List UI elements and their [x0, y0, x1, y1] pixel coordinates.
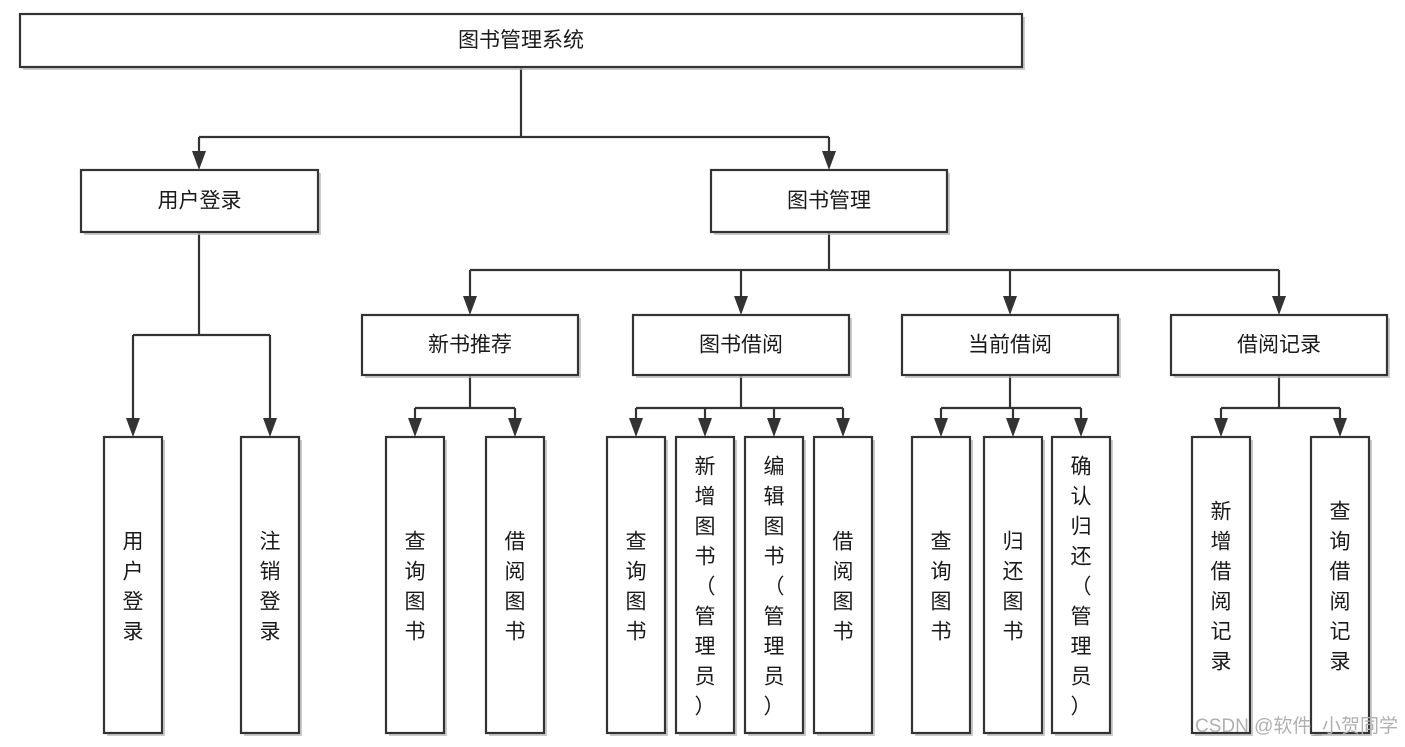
- connector-arrowhead: [126, 418, 140, 437]
- node-leaf-logout-login[interactable]: 注销登录: [239, 435, 302, 736]
- node-box[interactable]: [605, 435, 667, 735]
- node-leaf-confirm-return-admin[interactable]: 确认归还（管理员）: [1050, 435, 1113, 736]
- node-label: 编辑图书（管理员）: [764, 455, 785, 718]
- node-leaf-query-book-rec[interactable]: 查询图书: [384, 435, 447, 736]
- connector-arrowhead: [1074, 418, 1088, 437]
- node-label: 图书管理: [787, 190, 871, 213]
- connector-arrowhead: [1003, 296, 1017, 315]
- node-leaf-user-login[interactable]: 用户登录: [102, 435, 165, 736]
- csdn-watermark: CSDN @软件_小贺同学: [1195, 715, 1398, 737]
- node-box[interactable]: [384, 435, 446, 735]
- connector-group-new-book-rec-to-leaves: [408, 375, 522, 437]
- node-box[interactable]: [900, 313, 1120, 377]
- node-leaf-return-book[interactable]: 归还图书: [982, 435, 1045, 736]
- connector-arrowhead: [629, 418, 643, 437]
- node-layer: 图书管理系统用户登录图书管理新书推荐图书借阅当前借阅借阅记录用户登录注销登录查询…: [18, 12, 1390, 736]
- connector-arrowhead: [508, 418, 522, 437]
- connector-group-user-login-to-leaves: [126, 232, 277, 437]
- node-box[interactable]: [1190, 435, 1252, 735]
- node-leaf-edit-book-admin[interactable]: 编辑图书（管理员）: [743, 435, 806, 736]
- node-leaf-borrow-book-borrow[interactable]: 借阅图书: [812, 435, 875, 736]
- node-leaf-add-book-admin[interactable]: 新增图书（管理员）: [674, 435, 737, 736]
- node-user-login[interactable]: 用户登录: [79, 168, 321, 235]
- node-new-book-recommend[interactable]: 新书推荐: [360, 313, 581, 378]
- connector-arrowhead: [836, 418, 850, 437]
- node-label: 图书管理系统: [458, 29, 584, 52]
- node-book-borrow[interactable]: 图书借阅: [631, 313, 852, 378]
- node-leaf-query-book-borrow[interactable]: 查询图书: [605, 435, 668, 736]
- node-label: 注销登录: [260, 530, 281, 643]
- connector-group-root-to-level2: [192, 67, 836, 170]
- node-label: 确认归还（管理员）: [1071, 455, 1092, 718]
- node-box[interactable]: [79, 168, 320, 234]
- node-label: 查询图书: [931, 530, 952, 643]
- connector-arrowhead: [1214, 418, 1228, 437]
- node-box[interactable]: [982, 435, 1044, 735]
- node-box[interactable]: [360, 313, 580, 377]
- node-root[interactable]: 图书管理系统: [18, 12, 1025, 70]
- node-label: 当前借阅: [968, 334, 1052, 357]
- connector-arrowhead: [767, 418, 781, 437]
- connector-group-current-borrow-to-leaves: [934, 375, 1088, 437]
- connector-arrowhead: [192, 151, 206, 170]
- node-box[interactable]: [812, 435, 874, 735]
- node-label: 查询图书: [626, 530, 647, 643]
- connector-arrowhead: [934, 418, 948, 437]
- connector-group-book-borrow-to-leaves: [629, 375, 850, 437]
- node-label: 用户登录: [158, 190, 242, 213]
- connector-arrowhead: [822, 151, 836, 170]
- node-box[interactable]: [910, 435, 972, 735]
- node-box[interactable]: [674, 435, 736, 735]
- node-label: 查询图书: [405, 530, 426, 643]
- node-box[interactable]: [18, 12, 1024, 69]
- node-current-borrow[interactable]: 当前借阅: [900, 313, 1121, 378]
- node-label: 新增借阅记录: [1211, 500, 1232, 673]
- node-leaf-add-borrow-record[interactable]: 新增借阅记录: [1190, 435, 1253, 736]
- node-leaf-borrow-book-rec[interactable]: 借阅图书: [484, 435, 547, 736]
- node-box[interactable]: [743, 435, 805, 735]
- node-label: 用户登录: [123, 530, 144, 643]
- connector-layer: [126, 67, 1347, 437]
- node-book-manage[interactable]: 图书管理: [709, 168, 950, 235]
- node-label: 图书借阅: [699, 334, 783, 357]
- connector-group-borrow-record-to-leaves: [1214, 375, 1347, 437]
- node-label: 借阅图书: [505, 530, 526, 643]
- node-label: 归还图书: [1003, 530, 1024, 643]
- connector-group-level2-to-level3: [463, 232, 1286, 315]
- node-label: 借阅图书: [833, 530, 854, 643]
- node-box[interactable]: [1169, 313, 1389, 377]
- connector-arrowhead: [263, 418, 277, 437]
- node-box[interactable]: [1309, 435, 1371, 735]
- connector-arrowhead: [408, 418, 422, 437]
- node-leaf-query-borrow-record[interactable]: 查询借阅记录: [1309, 435, 1372, 736]
- connector-arrowhead: [1272, 296, 1286, 315]
- connector-arrowhead: [1006, 418, 1020, 437]
- node-leaf-query-book-current[interactable]: 查询图书: [910, 435, 973, 736]
- node-box[interactable]: [1050, 435, 1112, 735]
- connector-arrowhead: [463, 296, 477, 315]
- connector-arrowhead: [1333, 418, 1347, 437]
- node-label: 新增图书（管理员）: [695, 455, 716, 718]
- node-box[interactable]: [239, 435, 301, 735]
- node-label: 借阅记录: [1237, 334, 1321, 357]
- connector-arrowhead: [698, 418, 712, 437]
- node-borrow-record[interactable]: 借阅记录: [1169, 313, 1390, 378]
- node-box[interactable]: [484, 435, 546, 735]
- node-box[interactable]: [709, 168, 949, 234]
- node-box[interactable]: [631, 313, 851, 377]
- node-label: 新书推荐: [428, 334, 512, 357]
- node-label: 查询借阅记录: [1330, 500, 1351, 673]
- connector-arrowhead: [734, 296, 748, 315]
- node-box[interactable]: [102, 435, 164, 735]
